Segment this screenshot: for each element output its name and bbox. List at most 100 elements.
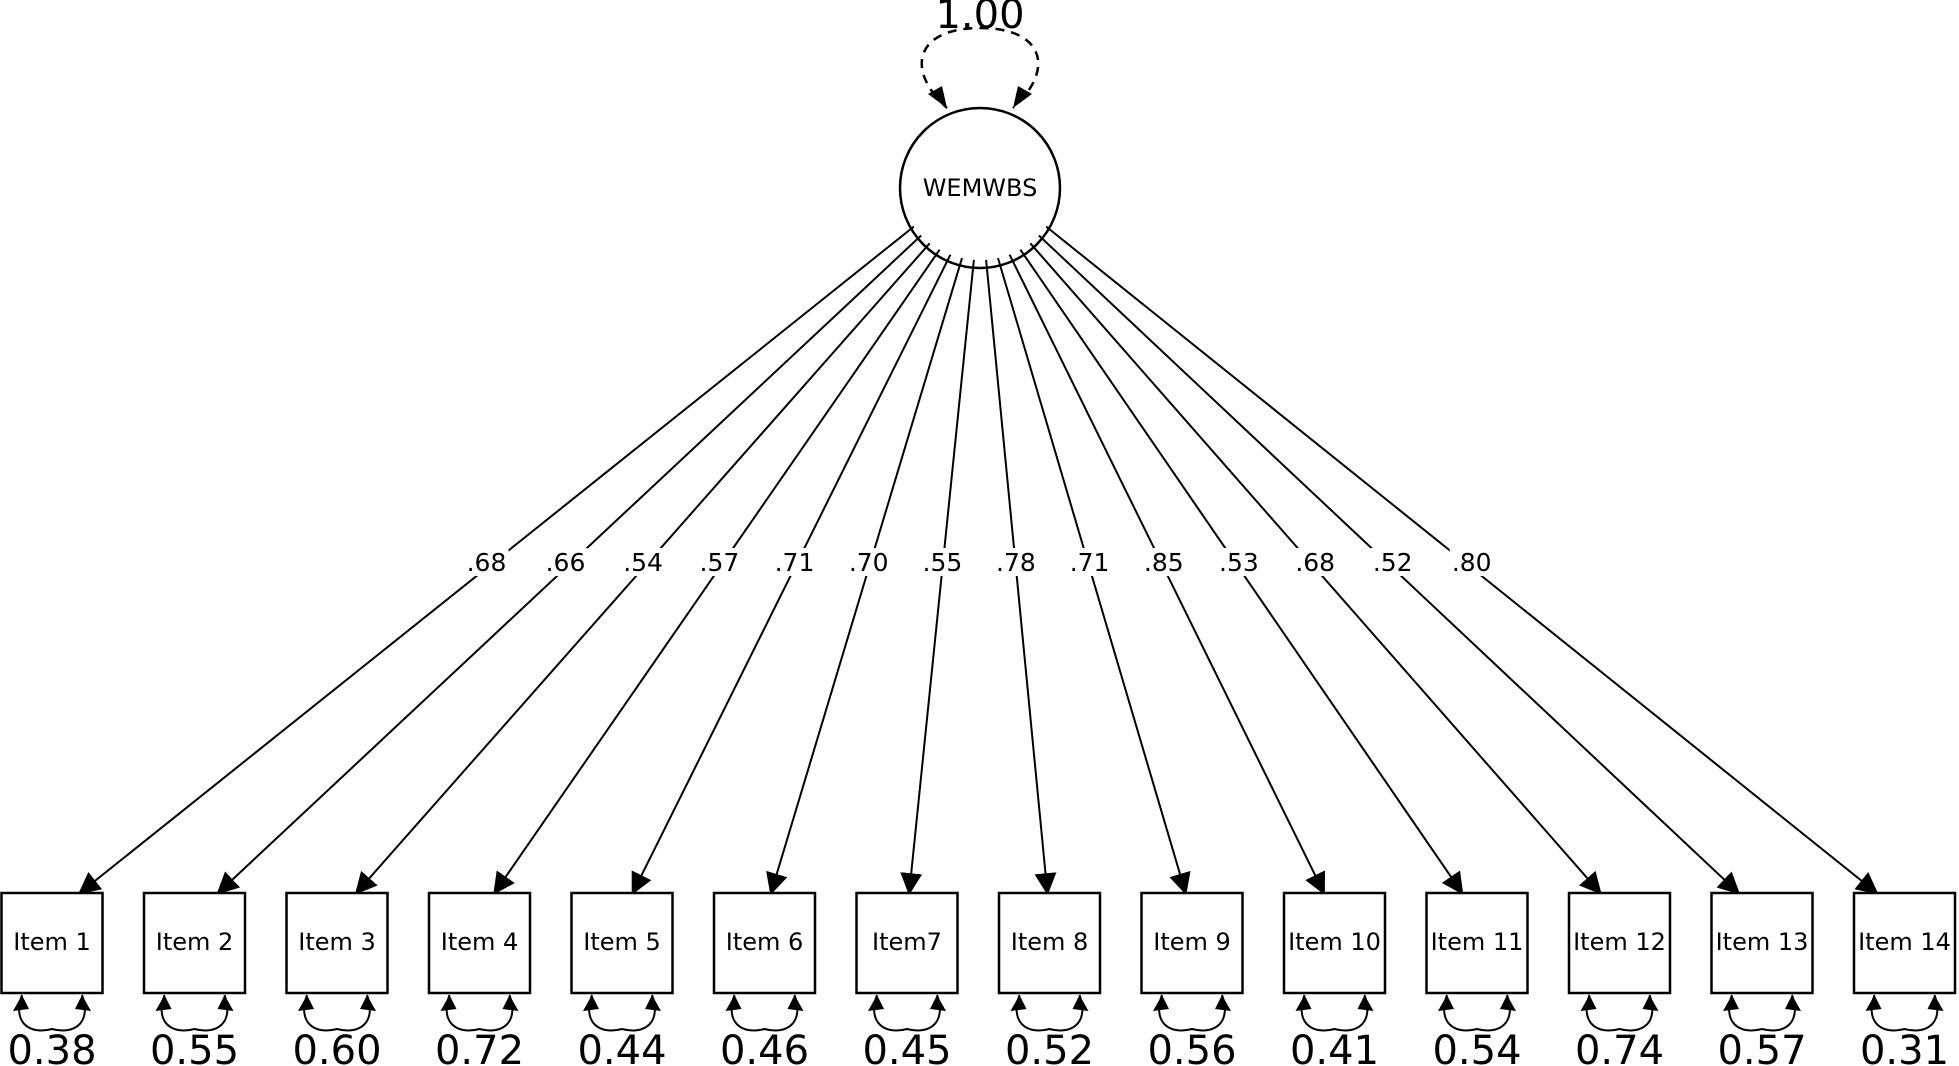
item-box-7	[855, 891, 959, 995]
error-arrowhead-left-7	[868, 995, 884, 1011]
error-variance-loop-5	[588, 994, 656, 1032]
item-node-10: Item 10 0.41	[1282, 891, 1387, 1066]
error-arrowhead-left-8	[1010, 995, 1027, 1011]
loading-label-background-2	[543, 548, 588, 576]
item-box-6	[712, 891, 817, 995]
error-arrowhead-right-9	[1215, 995, 1231, 1011]
latent-factor-circle	[898, 106, 1062, 270]
loading-label-background-13	[1370, 548, 1415, 576]
loading-label-background-6	[846, 548, 891, 576]
item-node-7: Item7 0.45	[855, 891, 959, 1066]
error-arrowhead-right-4	[502, 995, 519, 1011]
error-variance-label-10: 0.41	[1290, 1028, 1379, 1066]
error-arrowhead-right-2	[217, 995, 234, 1011]
loading-label-2: .66	[546, 548, 586, 577]
error-arrowhead-right-7	[930, 995, 946, 1011]
loading-label-1: .68	[467, 548, 507, 577]
error-variance-loop-11	[1443, 994, 1511, 1032]
item-node-8: Item 80.52	[997, 891, 1102, 1066]
latent-variance-loop	[920, 26, 1040, 109]
latent-variance-label: 1.00	[935, 0, 1024, 38]
error-variance-loop-1	[18, 994, 86, 1032]
error-variance-label-14: 0.31	[1860, 1028, 1949, 1066]
item-label-10: Item 10	[1288, 928, 1381, 956]
item-node-5: Item 5 0.44	[570, 891, 674, 1066]
item-box-3	[285, 891, 389, 995]
item-box-14	[1852, 891, 1957, 995]
loading-label-background-8	[993, 548, 1038, 576]
error-variance-loop-13	[1728, 994, 1796, 1032]
item-label-14: Item 14	[1858, 928, 1951, 956]
item-label-7: Item7	[872, 928, 942, 956]
item-box-12	[1567, 891, 1672, 995]
item-node-13: Item 130.57	[1710, 891, 1814, 1066]
latent-variance-arrowhead-right	[1013, 86, 1032, 108]
error-arrowhead-left-9	[1153, 995, 1169, 1011]
item-node-2: Item 20.55	[142, 891, 247, 1066]
loading-label-background-5	[772, 548, 817, 576]
loading-paths: .68.66.54.57.71.70.55.78.71.85.53.68.52.…	[78, 225, 1879, 896]
error-arrowhead-left-11	[1438, 995, 1454, 1011]
error-arrowhead-right-12	[1642, 995, 1659, 1011]
item-box-1	[0, 891, 104, 995]
error-arrowhead-left-2	[155, 995, 172, 1011]
error-variance-label-11: 0.54	[1432, 1028, 1521, 1066]
error-variance-label-7: 0.45	[862, 1028, 951, 1066]
error-arrowhead-right-1	[75, 995, 91, 1011]
error-variance-label-6: 0.46	[720, 1028, 809, 1066]
error-variance-loop-14	[1870, 994, 1939, 1032]
item-label-9: Item 9	[1153, 928, 1231, 956]
error-arrowhead-right-6	[787, 995, 804, 1011]
error-variance-label-5: 0.44	[577, 1028, 666, 1066]
loading-label-12: .68	[1295, 548, 1335, 577]
latent-variance-arrowhead-left	[928, 86, 947, 108]
item-label-1: Item 1	[13, 928, 91, 956]
loading-label-background-9	[1067, 548, 1112, 576]
error-arrowhead-right-13	[1785, 995, 1801, 1011]
error-variance-label-13: 0.57	[1717, 1028, 1806, 1066]
error-variance-loop-3	[303, 994, 371, 1032]
loading-label-background-11	[1216, 548, 1261, 576]
item-box-9	[1140, 891, 1244, 995]
loading-path-8	[985, 259, 1057, 896]
loading-label-14: .80	[1452, 548, 1492, 577]
loading-label-10: .85	[1144, 548, 1184, 577]
error-variance-label-12: 0.74	[1575, 1028, 1664, 1066]
item-box-13	[1710, 891, 1814, 995]
loading-label-background-7	[920, 548, 965, 576]
error-variance-label-9: 0.56	[1147, 1028, 1236, 1066]
item-node-12: Item 12 0.74	[1567, 891, 1672, 1066]
item-node-3: Item 3 0.60	[285, 891, 389, 1066]
error-variance-loop-4	[445, 994, 514, 1032]
item-label-3: Item 3	[298, 928, 376, 956]
item-label-11: Item 11	[1431, 928, 1524, 956]
error-variance-label-1: 0.38	[7, 1028, 96, 1066]
loading-label-background-14	[1449, 548, 1494, 576]
error-variance-loop-9	[1158, 994, 1226, 1032]
error-variance-label-3: 0.60	[292, 1028, 381, 1066]
error-arrowhead-left-1	[13, 995, 29, 1011]
loading-label-9: .71	[1070, 548, 1110, 577]
error-arrowhead-right-5	[645, 995, 661, 1011]
error-variance-label-2: 0.55	[150, 1028, 239, 1066]
item-label-12: Item 12	[1573, 928, 1666, 956]
loading-label-8: .78	[996, 548, 1036, 577]
loading-label-13: .52	[1373, 548, 1413, 577]
error-arrowhead-left-10	[1295, 995, 1312, 1011]
item-box-8	[997, 891, 1102, 995]
error-variance-loop-12	[1585, 994, 1654, 1032]
loading-label-4: .57	[700, 548, 740, 577]
error-variance-loop-7	[873, 994, 941, 1032]
error-arrowhead-left-13	[1723, 995, 1739, 1011]
item-label-8: Item 8	[1011, 928, 1089, 956]
loading-path-7	[900, 259, 975, 896]
error-arrowhead-right-8	[1072, 995, 1089, 1011]
error-arrowhead-left-12	[1580, 995, 1597, 1011]
loading-label-5: .71	[775, 548, 815, 577]
item-node-14: Item 14 0.31	[1852, 891, 1957, 1066]
item-label-5: Item 5	[583, 928, 661, 956]
loading-label-7: .55	[923, 548, 963, 577]
item-box-11	[1425, 891, 1529, 995]
latent-factor-label: WEMWBS	[923, 174, 1038, 202]
